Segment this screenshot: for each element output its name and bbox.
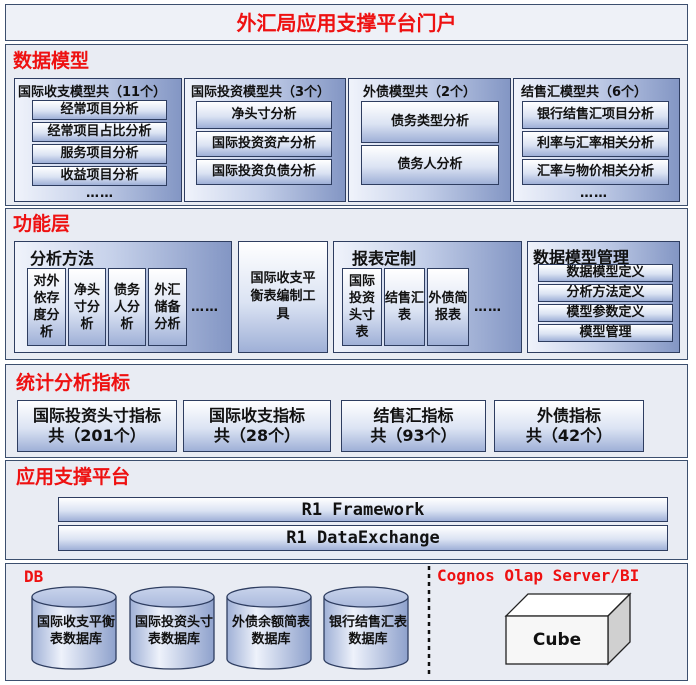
- model-item: 汇率与物价相关分析: [522, 159, 669, 185]
- method-item: 净头寸分析: [68, 268, 106, 346]
- mgmt-item: 数据模型定义: [538, 264, 673, 282]
- stat-item: 国际收支指标共（28个）: [183, 400, 331, 452]
- function-layer-title: 功能层: [13, 213, 71, 235]
- portal-header: 外汇局应用支撑平台门户: [5, 4, 688, 41]
- model-group-debt-title: 外债模型共（2个）: [363, 85, 477, 100]
- model-item: 国际投资负债分析: [196, 159, 332, 185]
- method-item: 外汇储备分析: [148, 268, 187, 346]
- database-label: 外债余额简表数据库: [231, 615, 310, 647]
- database-label: 银行结售汇表数据库: [328, 615, 407, 647]
- olap-cube-icon: [504, 592, 632, 666]
- stat-item: 外债指标共（42个）: [494, 400, 644, 452]
- more-ellipsis: ……: [580, 186, 608, 201]
- cube-label: Cube: [532, 630, 582, 650]
- analysis-methods-title: 分析方法: [30, 249, 95, 268]
- method-item: 对外依存度分析: [27, 268, 66, 346]
- model-item: 利率与汇率相关分析: [522, 131, 669, 157]
- database-cylinder: [31, 586, 117, 670]
- model-item: 国际投资资产分析: [196, 131, 332, 157]
- more-ellipsis: ……: [474, 300, 502, 315]
- more-ellipsis: ……: [86, 186, 114, 201]
- report-item: 结售汇表: [384, 268, 425, 346]
- r1-framework-bar: R1 Framework: [58, 497, 668, 522]
- data-model-title: 数据模型: [13, 50, 90, 72]
- mgmt-item: 模型管理: [538, 324, 673, 342]
- stat-item: 结售汇指标共（93个）: [341, 400, 486, 452]
- model-group-bop-title: 国际收支模型共（11个）: [18, 85, 167, 100]
- model-group-iip-title: 国际投资模型共（3个）: [191, 85, 331, 100]
- model-item: 净头寸分析: [196, 101, 332, 129]
- model-item: 债务人分析: [361, 145, 499, 185]
- database-cylinder: [323, 586, 409, 670]
- model-item: 经常项目分析: [32, 100, 167, 120]
- db-label-wrap: 外债余额简表数据库: [227, 614, 311, 654]
- db-label-wrap: 银行结售汇表数据库: [324, 614, 408, 654]
- model-mgmt-title: 数据模型管理: [533, 248, 630, 267]
- report-custom-title: 报表定制: [352, 249, 417, 268]
- r1-dataexchange-bar: R1 DataExchange: [58, 525, 668, 551]
- olap-title: Cognos Olap Server/BI: [437, 566, 640, 585]
- database-label: 国际投资头寸表数据库: [134, 615, 213, 647]
- stat-item: 国际投资头寸指标共（201个）: [17, 400, 177, 452]
- report-item: 外债简报表: [427, 268, 469, 346]
- method-item: 债务人分析: [108, 268, 146, 346]
- db-label-wrap: 国际投资头寸表数据库: [130, 614, 214, 654]
- database-cylinder: [129, 586, 215, 670]
- bop-compile-tool: 国际收支平衡表编制工具: [238, 241, 328, 353]
- database-label: 国际收支平衡表数据库: [36, 615, 115, 647]
- mgmt-item: 模型参数定义: [538, 304, 673, 322]
- database-cylinder: [226, 586, 312, 670]
- model-item: 银行结售汇项目分析: [522, 101, 669, 129]
- portal-title: 外汇局应用支撑平台门户: [236, 11, 457, 35]
- model-item: 经常项目占比分析: [32, 122, 167, 142]
- db-label-wrap: 国际收支平衡表数据库: [32, 614, 116, 654]
- platform-title: 应用支撑平台: [16, 466, 131, 488]
- mgmt-item: 分析方法定义: [538, 284, 673, 302]
- model-item: 服务项目分析: [32, 144, 167, 164]
- model-item: 债务类型分析: [361, 101, 499, 143]
- more-ellipsis: ……: [191, 300, 219, 315]
- db-title: DB: [24, 567, 44, 586]
- model-group-fx-title: 结售汇模型共（6个）: [521, 85, 648, 100]
- report-item: 国际投资头寸表: [342, 268, 382, 346]
- statistics-title: 统计分析指标: [16, 372, 131, 394]
- model-item: 收益项目分析: [32, 166, 167, 186]
